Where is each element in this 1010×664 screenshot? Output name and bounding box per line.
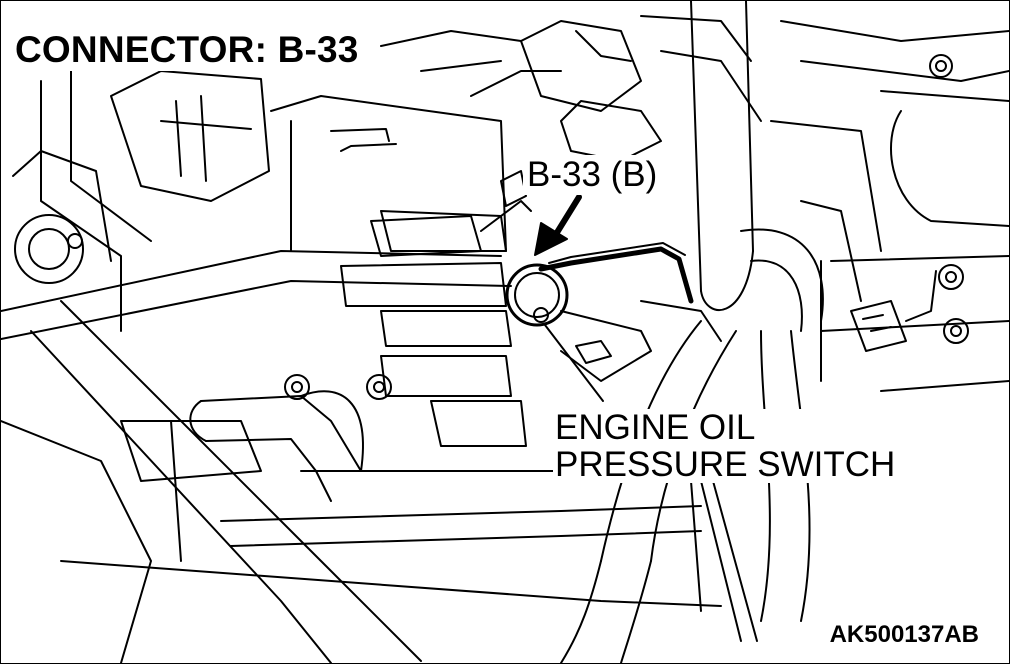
left-boss <box>14 214 84 284</box>
vertical-pipe <box>690 1 754 311</box>
component-callout-line-2: PRESSURE SWITCH <box>555 445 896 484</box>
diagram-title: CONNECTOR: B-33 <box>15 29 363 71</box>
lower-rails <box>60 470 722 607</box>
connector-callout-label: B-33 (B) <box>523 155 662 195</box>
left-bracket-linework <box>12 60 270 332</box>
connector-arrow <box>534 194 582 256</box>
component-leader-line <box>544 324 604 402</box>
harness-wires <box>690 480 758 642</box>
block-bolts <box>284 374 392 400</box>
engine-block <box>270 95 527 447</box>
coolant-elbow <box>189 390 364 502</box>
right-connector <box>850 270 937 352</box>
oil-pressure-switch <box>505 263 722 382</box>
switch-harness <box>538 242 694 304</box>
upper-plug <box>370 170 532 257</box>
right-assembly <box>770 20 1009 392</box>
component-callout-label: ENGINE OIL PRESSURE SWITCH <box>553 408 898 484</box>
top-center-parts <box>380 15 762 162</box>
right-bolts <box>929 54 969 344</box>
component-callout-line-1: ENGINE OIL <box>555 408 756 447</box>
manifold-pipe <box>1 250 512 663</box>
figure-code: AK500137AB <box>827 621 981 649</box>
